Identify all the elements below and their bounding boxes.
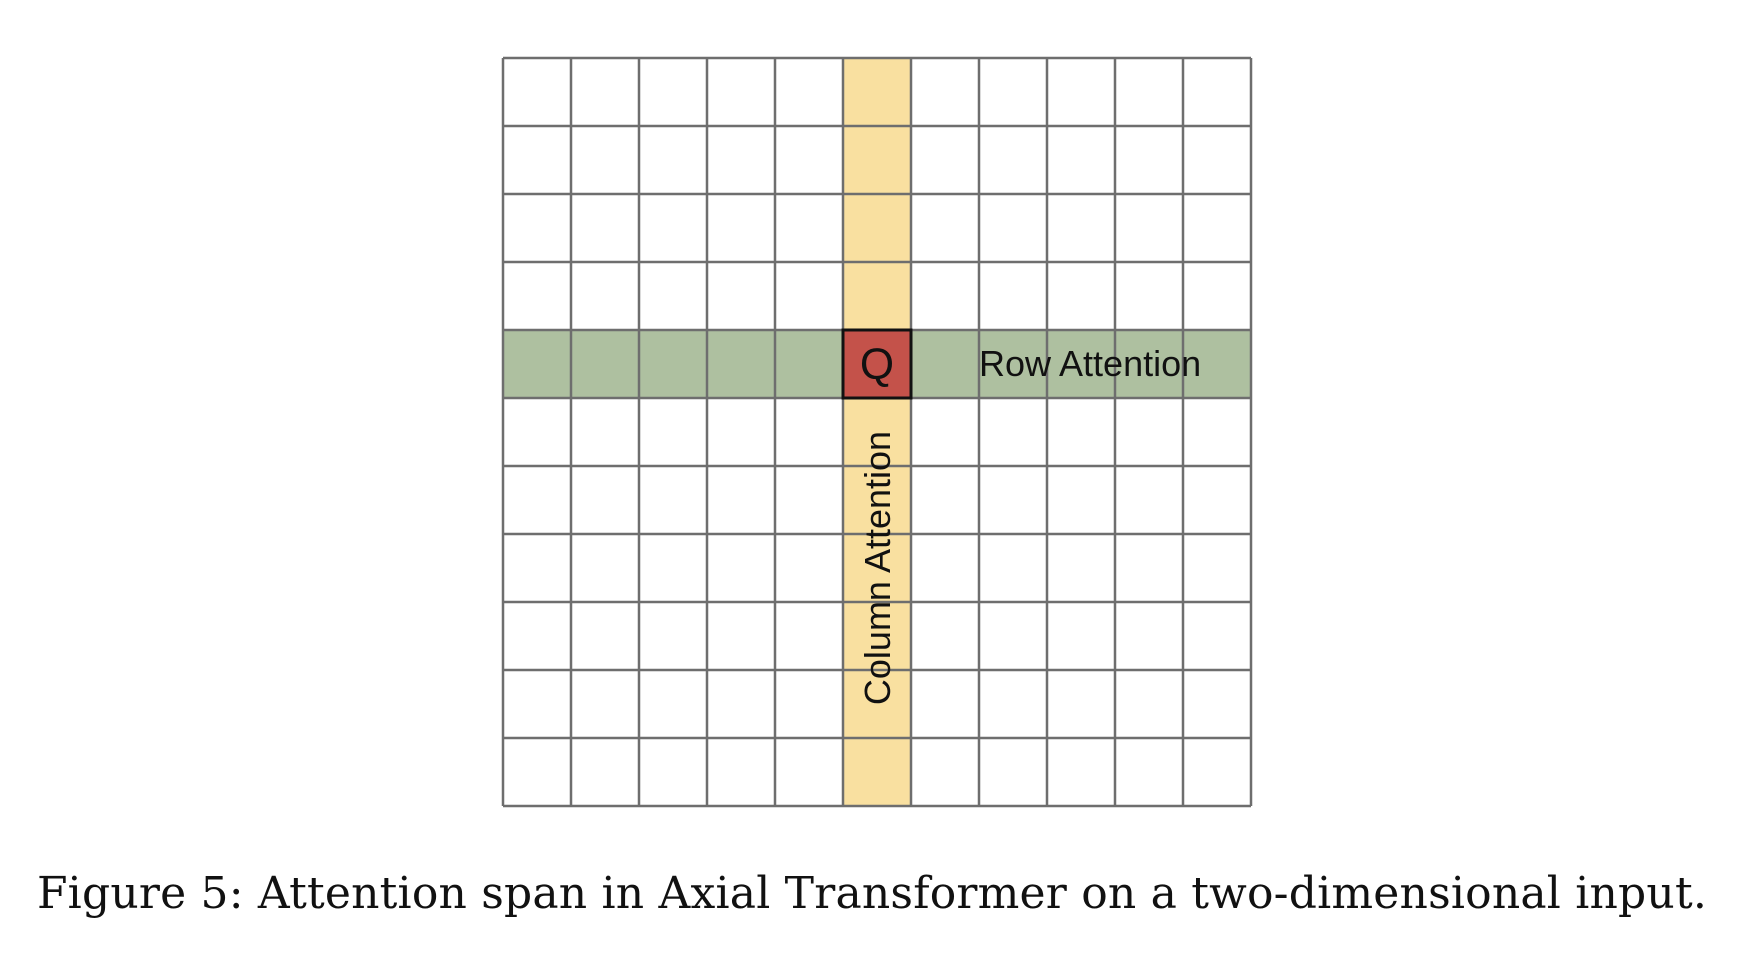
column-attention-label: Column Attention bbox=[857, 431, 898, 705]
column-attention-band bbox=[843, 58, 911, 806]
grid bbox=[501, 56, 1253, 808]
row-attention-label: Row Attention bbox=[979, 343, 1201, 384]
query-cell bbox=[841, 328, 913, 400]
query-label: Q bbox=[860, 340, 894, 389]
query-cell-group: Q bbox=[841, 328, 913, 400]
figure-caption: Figure 5: Attention span in Axial Transf… bbox=[36, 868, 1708, 919]
attention-highlights bbox=[503, 58, 1251, 806]
